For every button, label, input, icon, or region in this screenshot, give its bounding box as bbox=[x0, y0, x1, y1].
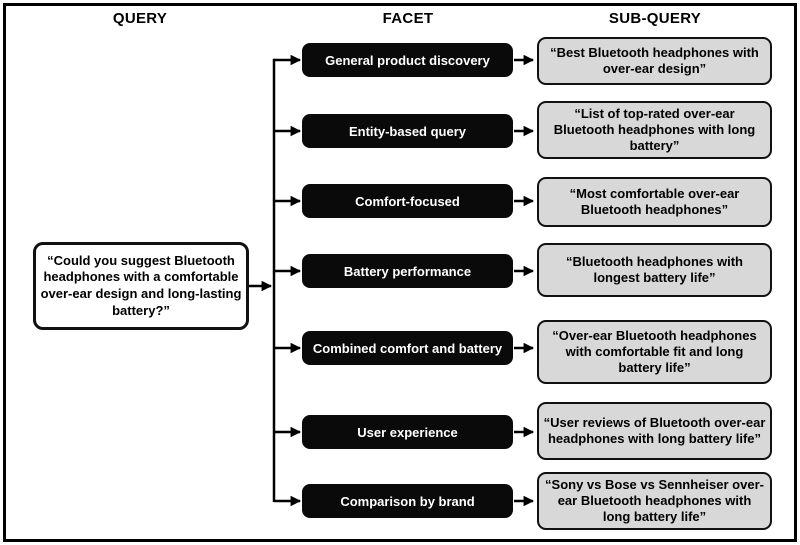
subquery-box-5: “Over-ear Bluetooth headphones with comf… bbox=[537, 320, 772, 384]
facet-box-general-product-discovery: General product discovery bbox=[302, 43, 513, 77]
column-header-subquery: SUB-QUERY bbox=[608, 10, 702, 27]
column-header-query: QUERY bbox=[112, 10, 168, 27]
subquery-box-3: “Most comfortable over-ear Bluetooth hea… bbox=[537, 177, 772, 227]
facet-box-combined-comfort-battery: Combined comfort and battery bbox=[302, 331, 513, 365]
facet-box-battery-performance: Battery performance bbox=[302, 254, 513, 288]
query-box: “Could you suggest Bluetooth headphones … bbox=[33, 242, 249, 330]
subquery-box-7: “Sony vs Bose vs Sennheiser over-ear Blu… bbox=[537, 472, 772, 530]
facet-box-comparison-by-brand: Comparison by brand bbox=[302, 484, 513, 518]
subquery-box-2: “List of top-rated over-ear Bluetooth he… bbox=[537, 101, 772, 159]
subquery-box-6: “User reviews of Bluetooth over-ear head… bbox=[537, 402, 772, 460]
column-header-facet: FACET bbox=[382, 10, 434, 27]
subquery-box-1: “Best Bluetooth headphones with over-ear… bbox=[537, 37, 772, 85]
facet-box-entity-based-query: Entity-based query bbox=[302, 114, 513, 148]
facet-box-user-experience: User experience bbox=[302, 415, 513, 449]
outer-frame bbox=[3, 3, 797, 542]
subquery-box-4: “Bluetooth headphones with longest batte… bbox=[537, 243, 772, 297]
facet-box-comfort-focused: Comfort-focused bbox=[302, 184, 513, 218]
